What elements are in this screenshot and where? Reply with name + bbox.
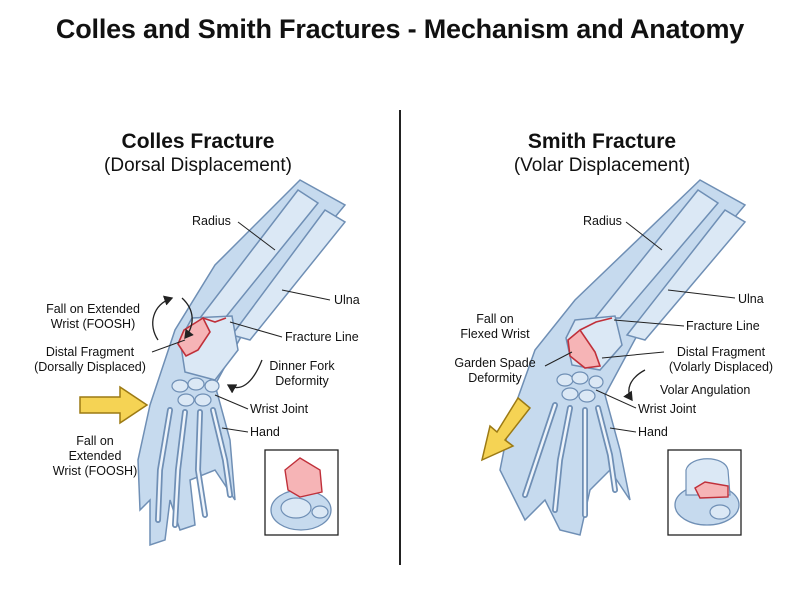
- colles-fall-curved-arrow-2: [152, 295, 174, 341]
- smith-garden-spade-line1: Garden Spade: [454, 356, 536, 370]
- colles-title: Colles Fracture: [121, 130, 275, 153]
- colles-label-fracture-line: Fracture Line: [285, 330, 359, 344]
- smith-fracture-line-path: [579, 317, 613, 331]
- colles-fall-curved-arrow: [181, 297, 194, 340]
- smith-label-volar-angulation: Volar Angulation: [660, 383, 751, 397]
- smith-carpals: [556, 371, 604, 403]
- colles-distal-fragment-line2: (Dorsally Displaced): [34, 360, 146, 374]
- colles-label-radius: Radius: [192, 214, 231, 228]
- smith-ulna-bone: [625, 209, 747, 341]
- smith-label-garden-spade: Garden Spade Deformity: [444, 356, 546, 386]
- smith-distal-fragment-line2: (Volarly Displaced): [668, 360, 774, 374]
- smith-label-distal-fragment: Distal Fragment (Volarly Displaced): [656, 345, 786, 375]
- smith-label-ulna: Ulna: [738, 292, 764, 306]
- colles-title-block: Colles Fracture (Dorsal Displacement): [38, 130, 358, 178]
- smith-distal-fragment-line1: Distal Fragment: [676, 345, 766, 359]
- colles-label-wrist-joint: Wrist Joint: [250, 402, 309, 416]
- colles-label-hand: Hand: [250, 425, 280, 439]
- colles-inset: [264, 449, 339, 536]
- colles-impact-arrow: [79, 385, 149, 425]
- smith-garden-spade-line2: Deformity: [468, 371, 522, 385]
- main-title: Colles and Smith Fractures - Mechanism a…: [55, 14, 745, 44]
- smith-subtitle: (Volar Displacement): [513, 155, 691, 176]
- colles-fall-bottom-line1: Fall on: [76, 434, 114, 448]
- smith-volar-arrow: [623, 369, 646, 402]
- colles-dinner-fork-line2: Deformity: [275, 374, 329, 388]
- smith-title-block: Smith Fracture (Volar Displacement): [442, 130, 762, 178]
- colles-label-ulna: Ulna: [334, 293, 360, 307]
- smith-inset: [667, 449, 742, 536]
- colles-label-dinner-fork: Dinner Fork Deformity: [262, 359, 342, 389]
- colles-dinner-fork-line1: Dinner Fork: [269, 359, 335, 373]
- smith-label-fall-top: Fall on Flexed Wrist: [445, 312, 545, 342]
- smith-fall-top-line2: Flexed Wrist: [460, 327, 530, 341]
- smith-leader-lines: [544, 221, 736, 433]
- colles-leader-lines: [151, 221, 331, 433]
- colles-carpals: [171, 377, 220, 407]
- colles-fall-bottom-line2: Extended: [68, 449, 122, 463]
- colles-distal-fragment-line1: Distal Fragment: [45, 345, 135, 359]
- colles-dinner-fork-arrow: [226, 359, 263, 394]
- colles-fall-bottom-line3: Wrist (FOOSH): [52, 464, 138, 478]
- smith-impact-arrow: [480, 396, 532, 462]
- colles-label-distal-fragment: Distal Fragment (Dorsally Displaced): [20, 345, 160, 375]
- smith-radius-bone: [593, 189, 720, 319]
- smith-arm: [499, 179, 747, 536]
- colles-label-fall-bottom: Fall on Extended Wrist (FOOSH): [40, 434, 150, 479]
- colles-fall-top-line2: Wrist (FOOSH): [50, 317, 136, 331]
- colles-subtitle: (Dorsal Displacement): [104, 155, 292, 176]
- smith-label-radius: Radius: [583, 214, 622, 228]
- smith-label-fracture-line: Fracture Line: [686, 319, 760, 333]
- colles-arm: [137, 179, 347, 547]
- panel-divider: [399, 110, 401, 565]
- colles-fracture-line-path: [202, 317, 227, 323]
- smith-title: Smith Fracture: [527, 130, 677, 153]
- colles-label-fall-top: Fall on Extended Wrist (FOOSH): [28, 302, 158, 332]
- colles-ulna-bone: [230, 209, 347, 341]
- smith-label-wrist-joint: Wrist Joint: [638, 402, 697, 416]
- colles-fall-top-line1: Fall on Extended: [46, 302, 140, 316]
- smith-label-hand: Hand: [638, 425, 668, 439]
- smith-fall-top-line1: Fall on: [476, 312, 514, 326]
